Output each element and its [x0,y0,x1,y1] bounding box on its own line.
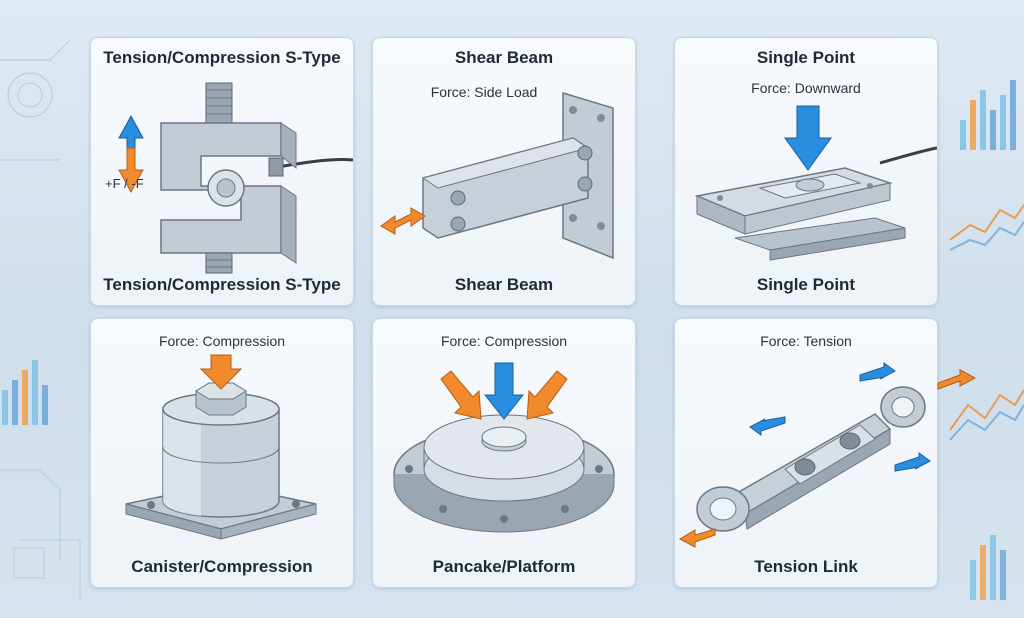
right-line-chart-2 [949,389,1024,431]
card-title-bottom: Tension Link [754,557,858,576]
card-title-bottom: Single Point [756,275,856,294]
canister-illustration [125,354,317,540]
force-label: +F / -F [105,176,144,191]
left-orange-arrow-icon [678,528,716,548]
shear-beam-illustration [380,91,614,260]
card-title-top: Single Point [756,48,856,67]
right-bar-chart-2 [970,535,1006,600]
card-pancake: Force: Compression Pancake/Platform [372,318,636,588]
tension-link-illustration [678,362,931,548]
right-blue-arrow-icon [894,452,931,472]
s-type-load-cell-illustration [118,82,353,274]
left-bar-chart [2,360,48,425]
card-title-bottom: Pancake/Platform [432,557,576,576]
down-arrow-icon [118,147,144,194]
down-arrow-icon [784,105,832,171]
force-label: Force: Downward [751,80,861,96]
right-angled-arrow-icon [526,370,568,420]
down-arrow-icon [483,362,525,420]
force-label: Force: Tension [760,333,852,349]
card-title-bottom: Shear Beam [454,275,554,294]
single-point-illustration [694,105,937,261]
force-label: Force: Side Load [430,84,538,100]
side-load-arrow-icon [380,207,426,235]
left-blue-arrow-icon [749,416,786,436]
card-title-top: Tension/Compression S-Type [103,48,341,67]
card-title-bottom: Tension/Compression S-Type [103,275,341,294]
force-label: Force: Compression [440,333,568,349]
left-angled-arrow-icon [440,370,482,420]
card-canister: Force: Compression Canister/Compression [90,318,354,588]
card-title-top: Shear Beam [454,48,554,67]
right-bar-chart [960,80,1016,150]
card-s-type: Tension/Compression S-Type +F / -F Tensi… [90,37,354,306]
card-tension-link: Force: Tension Tension Link [674,318,938,588]
down-arrow-icon [199,354,243,390]
pancake-illustration [393,362,615,533]
right-line-chart [949,204,1024,241]
card-shear-beam: Shear Beam Force: Side Load Shear Beam [372,37,636,306]
right-blue-arrow-icon [859,362,896,382]
card-single-point: Single Point Force: Downward Single Poin… [674,37,938,306]
card-title-bottom: Canister/Compression [131,557,313,576]
force-label: Force: Compression [158,333,286,349]
